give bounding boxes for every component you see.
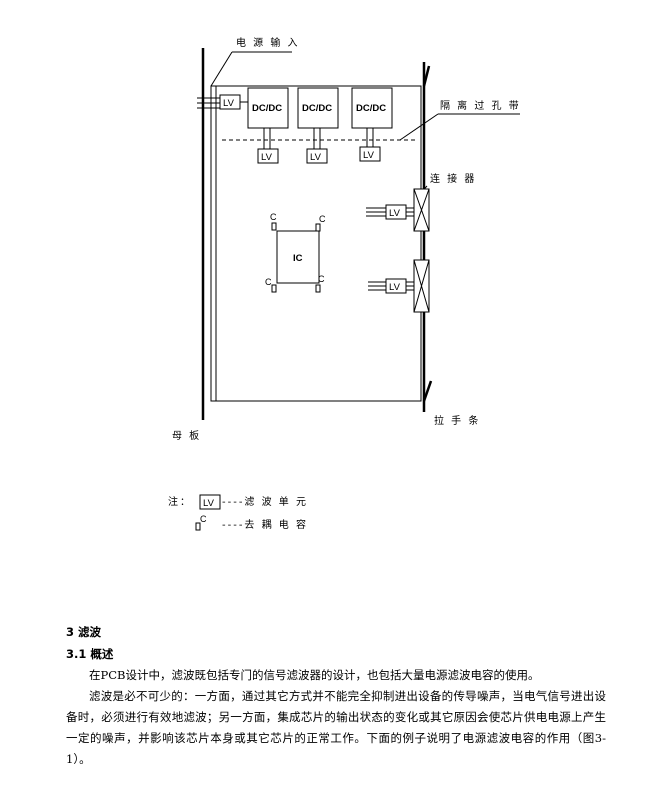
power-input-label: 电 源 输 入: [236, 36, 300, 49]
power-input-leader: [210, 51, 233, 87]
decoupling-cap-br: [315, 284, 321, 293]
cap-label: C: [318, 274, 325, 284]
dcdc-box-2: [297, 87, 339, 129]
decoupling-cap-tr: [315, 223, 321, 232]
section-title: 3 滤波: [66, 625, 102, 639]
legend-lv-label: LV: [203, 498, 215, 509]
mother-board-label: 母 板: [172, 429, 201, 442]
dcdc-label: DC/DC: [302, 103, 332, 114]
dcdc-label: DC/DC: [252, 103, 282, 114]
section-subtitle: 3.1 概述: [66, 647, 114, 661]
pcb-filtering-diagram: 电 源 输 入 LV DC/DC LV DC/DC LV DC/DC LV 隔 …: [168, 36, 521, 531]
lv-label: LV: [261, 152, 273, 163]
lv-label: LV: [389, 208, 401, 219]
legend-lv-box: [199, 494, 221, 510]
cap-label: C: [270, 212, 277, 222]
isolation-leader: [399, 113, 439, 141]
legend-cap-symbol: [195, 522, 201, 531]
lv-label: LV: [389, 282, 401, 293]
legend-cap-desc: ----去 耦 电 容: [222, 518, 308, 531]
handle-bar-bottom-tab: [422, 380, 433, 402]
legend-cap-label: C: [200, 514, 207, 524]
legend-lv-desc: ----滤 波 单 元: [222, 495, 308, 508]
handle-bar-top-tab: [422, 65, 431, 87]
connector-1-hatch-b: [413, 188, 430, 232]
lv-box-dcdc1: [257, 148, 279, 164]
lv-box-dcdc2: [306, 148, 328, 164]
legend-note-label: 注：: [168, 495, 192, 508]
dcdc-box-3: [351, 87, 393, 129]
dcdc-box-1: [247, 87, 289, 129]
isolation-band-label: 隔 离 过 孔 带: [440, 99, 521, 112]
pcb-board-outline: [210, 85, 422, 402]
paragraph-2: 滤波是必不可少的：一方面，通过其它方式并不能完全抑制进出设备的传导噪声，当电气信…: [66, 689, 606, 766]
lv-label: LV: [363, 150, 375, 161]
connector-2-hatch-b: [413, 259, 430, 313]
lv-label: LV: [223, 98, 235, 109]
decoupling-cap-bl: [271, 284, 277, 293]
decoupling-cap-tl: [271, 222, 277, 231]
cap-label: C: [265, 277, 272, 287]
connector-label: 连 接 器: [430, 172, 476, 185]
cap-label: C: [319, 214, 326, 224]
paragraph-1: 在PCB设计中，滤波既包括专门的信号滤波器的设计，也包括大量电源滤波电容的使用。: [89, 668, 540, 682]
body-text: 在PCB设计中，滤波既包括专门的信号滤波器的设计，也包括大量电源滤波电容的使用。…: [66, 665, 606, 770]
ic-label: IC: [293, 253, 303, 264]
lv-label: LV: [310, 152, 322, 163]
handle-bar-label: 拉 手 条: [434, 414, 480, 427]
ic-chip: [276, 230, 320, 284]
dcdc-label: DC/DC: [356, 103, 386, 114]
lv-box-dcdc3: [359, 146, 381, 162]
